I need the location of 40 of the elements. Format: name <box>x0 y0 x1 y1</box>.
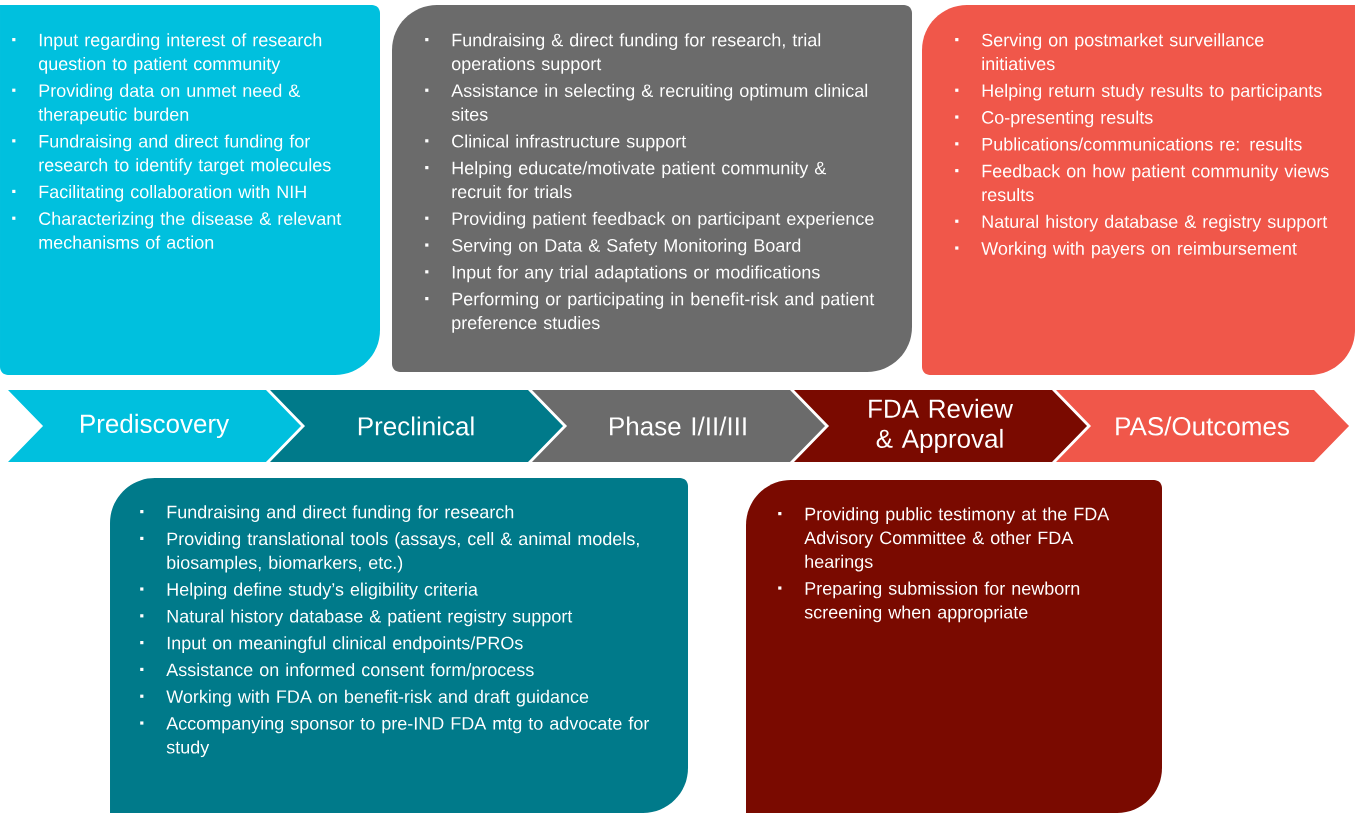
list-item: Serving on postmarket surveillance initiatives <box>955 33 1264 71</box>
list-item: Characterizing the disease & relevant mechanisms of action <box>12 211 342 249</box>
list-item: Natural history database & registry support <box>955 214 1328 232</box>
list-item: Helping educate/motivate patient community & recruit for trials <box>425 161 827 199</box>
list-item: Facilitating collaboration with NIH <box>12 185 306 202</box>
list-item: Preparing submission for newborn screening when appropriate <box>778 581 1080 623</box>
info-panel <box>392 5 912 372</box>
list-item: Assistance on informed consent form/process <box>140 663 534 680</box>
process-stage: Prediscovery <box>8 390 301 462</box>
info-panel <box>110 478 688 813</box>
list-item: Serving on Data & Safety Monitoring Board <box>425 238 801 256</box>
list-item: Fundraising and direct funding for research <box>140 505 514 522</box>
list-item: Providing patient feedback on participant experience <box>425 211 874 229</box>
info-panel <box>0 5 380 375</box>
list-item: Publications/communications re: results <box>955 137 1302 151</box>
list-item: Co-presenting results <box>955 110 1153 128</box>
process-stage: PAS/Outcomes <box>1056 390 1349 462</box>
list-item: Clinical infrastructure support <box>425 134 687 152</box>
list-item: Helping return study results to participants <box>955 83 1322 101</box>
list-item: Input regarding interest of research question to patient community <box>12 33 322 74</box>
list-item: Providing public testimony at the FDA Advisory Committee & other FDA hearings <box>778 507 1110 572</box>
list-item: Feedback on how patient community views results <box>955 164 1329 202</box>
process-stage: FDA Review & Approval <box>794 390 1087 462</box>
list-item: Helping define study’s eligibility criteria <box>140 582 478 600</box>
list-item: Fundraising and direct funding for research to identify target molecules <box>12 134 331 175</box>
list-item: Accompanying sponsor to pre-IND FDA mtg to advocate for study <box>140 716 650 758</box>
info-panel <box>746 480 1162 813</box>
list-item: Input on meaningful clinical endpoints/PROs <box>140 636 523 653</box>
list-item: Providing translational tools (assays, cell & animal models, biosamples, biomarkers, etc.) <box>140 532 639 573</box>
list-item: Assistance in selecting & recruiting optimum clinical sites <box>425 83 868 121</box>
list-item: Performing or participating in benefit-risk and patient preference studies <box>425 292 875 333</box>
info-panel <box>922 5 1355 375</box>
list-item: Working with payers on reimbursement <box>955 241 1297 259</box>
list-item: Input for any trial adaptations or modifications <box>425 265 820 283</box>
process-stage: Preclinical <box>270 390 563 462</box>
process-stage: Phase I/II/III <box>532 390 825 462</box>
list-item: Providing data on unmet need & therapeutic burden <box>12 83 301 125</box>
list-item: Natural history database & patient registry support <box>140 609 573 627</box>
list-item: Working with FDA on benefit-risk and draft guidance <box>140 689 589 707</box>
list-item: Fundraising & direct funding for research, trial operations support <box>425 33 821 74</box>
